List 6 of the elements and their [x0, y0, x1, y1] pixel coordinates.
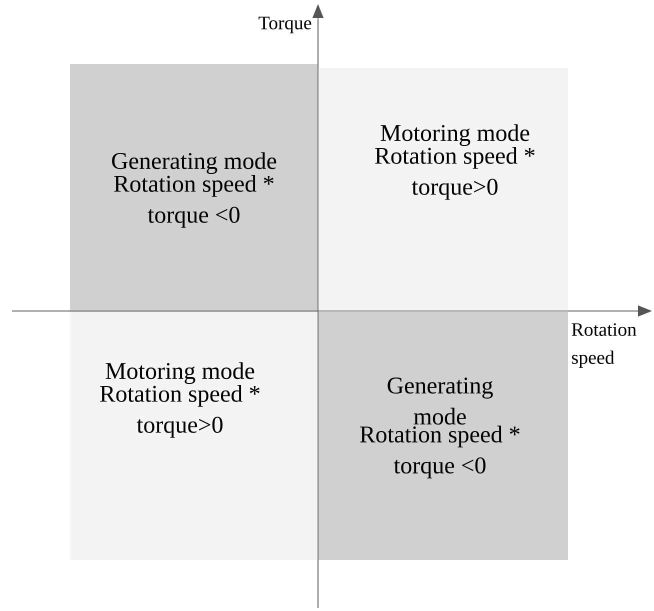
axis-label: Rotation speed	[572, 323, 636, 368]
quadrant-box: Motoring mode Rotation speed * torque>0	[318, 68, 568, 312]
axis-label: Torque	[258, 16, 312, 34]
quadrant-box: Generating mode Rotation speed * torque <0	[70, 64, 318, 312]
quadrant-box: Generating mode Rotation speed * torque <0	[318, 312, 568, 560]
quadrant-box: Motoring mode Rotation speed * torque>0	[70, 312, 318, 560]
